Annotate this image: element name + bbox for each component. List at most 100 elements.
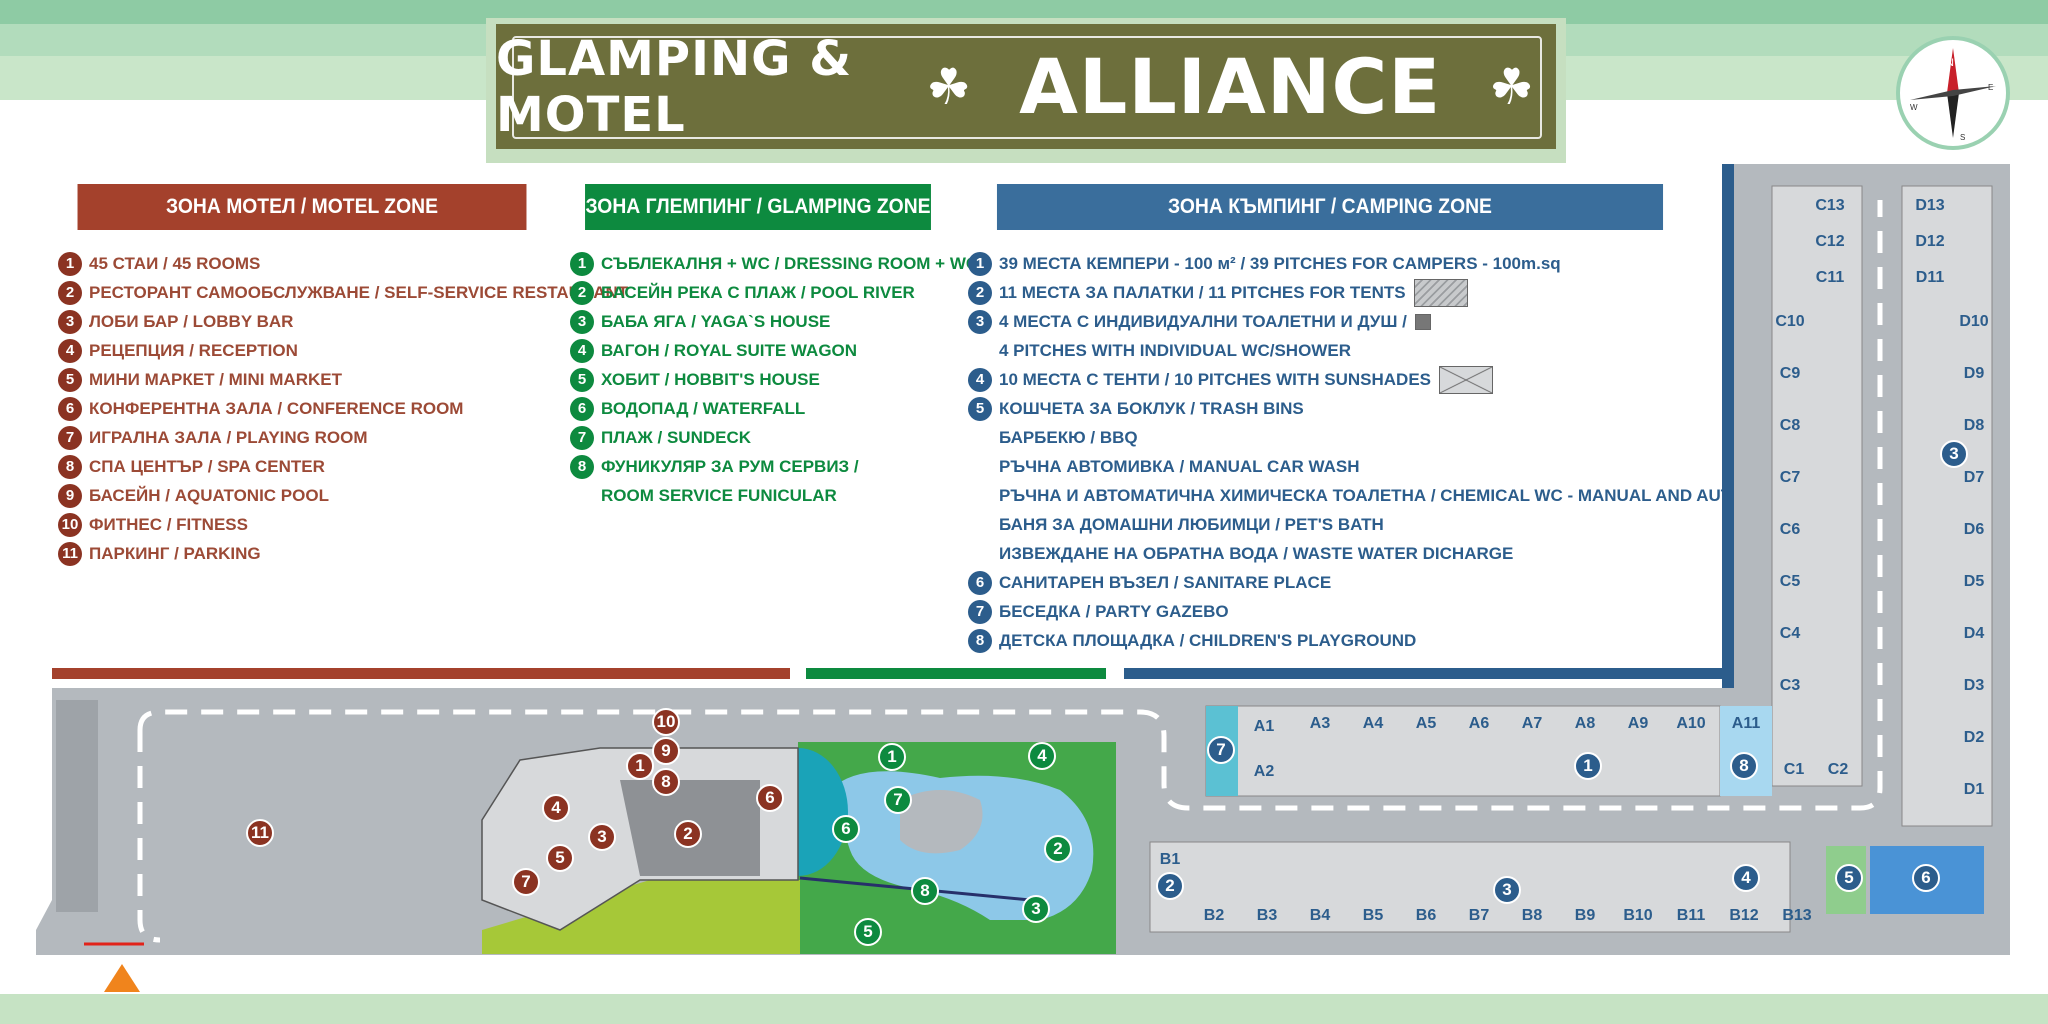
legend-number-badge: 5: [570, 367, 594, 392]
pitch-label: A6: [1468, 715, 1490, 732]
motel-map-marker[interactable]: 4: [542, 794, 570, 822]
legend-number-badge: 5: [58, 367, 82, 392]
footer-stripe: [0, 994, 2048, 1024]
camping-legend-item: БАНЯ ЗА ДОМАШНИ ЛЮБИМЦИ / PET'S BATH: [968, 510, 1797, 539]
glamping-map-marker[interactable]: 8: [911, 877, 939, 905]
legend-text: ФИТНЕС / FITNESS: [89, 514, 248, 534]
pitch-label: C4: [1779, 625, 1801, 642]
glamping-map-marker[interactable]: 3: [1022, 895, 1050, 923]
pitch-label: A4: [1362, 715, 1384, 732]
motel-map-marker[interactable]: 7: [512, 868, 540, 896]
glamping-map-marker[interactable]: 4: [1028, 742, 1056, 770]
legend-number-badge: 2: [570, 280, 594, 305]
pitch-label: C8: [1779, 417, 1801, 434]
legend-number-badge: 11: [58, 541, 82, 566]
camping-map-marker[interactable]: 4: [1732, 864, 1760, 892]
camping-map-marker[interactable]: 3: [1493, 876, 1521, 904]
glamping-map-marker[interactable]: 7: [884, 786, 912, 814]
legend-number-badge: 8: [968, 628, 992, 653]
pitch-label: D7: [1963, 469, 1985, 486]
glamping-map-marker[interactable]: 6: [832, 815, 860, 843]
pitch-label: C3: [1779, 677, 1801, 694]
camping-map-marker[interactable]: 3: [1940, 440, 1968, 468]
camping-map-marker[interactable]: 5: [1835, 864, 1863, 892]
compass-w: W: [1910, 103, 1918, 112]
legend-text: БАНЯ ЗА ДОМАШНИ ЛЮБИМЦИ / PET'S BATH: [999, 514, 1384, 534]
pitch-label: D10: [1959, 313, 1989, 330]
pitch-label: A10: [1676, 715, 1706, 732]
title-part2: ALLIANCE: [1019, 42, 1442, 131]
pitch-label: D1: [1963, 781, 1985, 798]
legend-text: ИЗВЕЖДАНЕ НА ОБРАТНА ВОДА / WASTE WATER …: [999, 543, 1514, 563]
legend-text: ПЛАЖ / SUNDECK: [601, 427, 752, 447]
motel-map-marker[interactable]: 10: [652, 708, 680, 736]
legend-text: КОШЧЕТА ЗА БОКЛУК / TRASH BINS: [999, 398, 1304, 418]
motel-map-marker[interactable]: 5: [546, 844, 574, 872]
motel-map-marker[interactable]: 11: [246, 819, 274, 847]
glamping-map-marker[interactable]: 1: [878, 743, 906, 771]
legend-text: 10 МЕСТА С ТЕНТИ / 10 PITCHES WITH SUNSH…: [999, 369, 1431, 389]
legend-text: РЕСТОРАНТ САМООБСЛУЖВАНЕ / SELF-SERVICE …: [89, 282, 629, 302]
camping-zone-bar: [1124, 668, 1734, 679]
legend-text: ВАГОН / ROYAL SUITE WAGON: [601, 340, 858, 360]
pitch-label: D12: [1915, 233, 1945, 250]
glamping-map-marker[interactable]: 5: [854, 918, 882, 946]
pitch-label: D4: [1963, 625, 1985, 642]
camping-map-marker[interactable]: 8: [1730, 752, 1758, 780]
legend-number-badge: 4: [570, 338, 594, 363]
legend-number-badge: 6: [968, 570, 992, 595]
camping-legend-item: РЪЧНА И АВТОМАТИЧНА ХИМИЧЕСКА ТОАЛЕТНА /…: [968, 481, 1797, 510]
motel-map-marker[interactable]: 2: [674, 820, 702, 848]
clover-icon: ☘: [926, 57, 972, 116]
pitch-label: B1: [1159, 851, 1181, 868]
parking-left: [56, 700, 98, 912]
motel-map-marker[interactable]: 1: [626, 752, 654, 780]
compass-s: S: [1960, 133, 1965, 142]
legend-text: ФУНИКУЛЯР ЗА РУМ СЕРВИЗ /: [601, 456, 859, 476]
legend-number-badge: 3: [58, 309, 82, 334]
legend-text: РЪЧНА И АВТОМАТИЧНА ХИМИЧЕСКА ТОАЛЕТНА /…: [999, 485, 1797, 505]
pitch-label: B3: [1256, 907, 1278, 924]
legend-number-badge: 1: [58, 251, 82, 276]
legend-number-badge: 3: [968, 309, 992, 334]
motel-map-marker[interactable]: 6: [756, 784, 784, 812]
glamping-map-marker[interactable]: 2: [1044, 835, 1072, 863]
legend-text: ЛОБИ БАР / LOBBY BAR: [89, 311, 294, 331]
motel-map-marker[interactable]: 3: [588, 823, 616, 851]
legend-text: ВОДОПАД / WATERFALL: [601, 398, 806, 418]
legend-number-badge: 6: [58, 396, 82, 421]
legend-number-badge: 9: [58, 483, 82, 508]
legend-text: БАСЕЙН РЕКА С ПЛАЖ / POOL RIVER: [601, 282, 915, 302]
camping-map-marker[interactable]: 7: [1207, 736, 1235, 764]
motel-map-marker[interactable]: 9: [652, 737, 680, 765]
pitch-label: B11: [1676, 907, 1706, 924]
legend-frame-right: [1722, 164, 1734, 688]
pitch-label: B7: [1468, 907, 1490, 924]
legend-text: 39 МЕСТА КЕМПЕРИ - 100 м² / 39 PITCHES F…: [999, 253, 1561, 273]
title-part1: GLAMPING & MOTEL: [496, 30, 853, 143]
legend-number-badge: 7: [58, 425, 82, 450]
legend-text: РЪЧНА АВТОМИВКА / MANUAL CAR WASH: [999, 456, 1360, 476]
legend-number-badge: 2: [968, 280, 992, 305]
camping-map-marker[interactable]: 1: [1574, 752, 1602, 780]
pitch-label: C7: [1779, 469, 1801, 486]
camping-map-marker[interactable]: 2: [1156, 872, 1184, 900]
legend-text: КОНФЕРЕНТНА ЗАЛА / CONFERENCE ROOM: [89, 398, 464, 418]
pitch-label: B2: [1203, 907, 1225, 924]
pitch-label: C13: [1815, 197, 1845, 214]
motel-map-marker[interactable]: 8: [652, 768, 680, 796]
camping-legend-item: ИЗВЕЖДАНЕ НА ОБРАТНА ВОДА / WASTE WATER …: [968, 539, 1797, 568]
pitch-label: C12: [1815, 233, 1845, 250]
camping-map-marker[interactable]: 6: [1912, 864, 1940, 892]
